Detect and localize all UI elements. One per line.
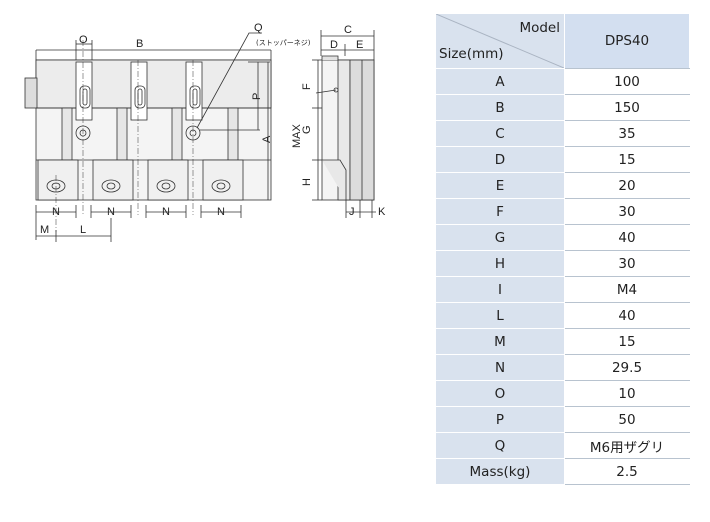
dim-label-n-2: N [107, 206, 115, 218]
slot-4 [227, 107, 239, 161]
dim-label-max: MAX [291, 124, 303, 149]
dim-label-a: A [261, 135, 273, 143]
dim-label-b: B [136, 38, 143, 50]
row-value: 2.5 [564, 458, 690, 485]
row-value: 29.5 [564, 354, 690, 381]
dim-label-c: C [344, 24, 352, 36]
left-knob [24, 77, 38, 109]
dim-label-d: D [330, 39, 338, 51]
diagonal-divider [436, 14, 564, 68]
dim-label-g: G [301, 125, 313, 134]
row-value: 40 [564, 224, 690, 251]
dim-label-l: L [80, 224, 86, 236]
row-key: F [435, 198, 565, 225]
dim-label-n-1: N [52, 206, 60, 218]
row-value: 10 [564, 380, 690, 407]
row-value: 30 [564, 198, 690, 225]
dim-label-m: M [40, 224, 49, 236]
dim-label-j: J [349, 206, 355, 218]
row-key: H [435, 250, 565, 277]
dim-label-p: P [251, 93, 263, 100]
model-label: Model [519, 20, 560, 36]
dim-label-n-4: N [217, 206, 225, 218]
stopper-note: (ストッパーネジ) [256, 39, 311, 47]
row-value: 15 [564, 146, 690, 173]
row-value: 20 [564, 172, 690, 199]
dim-label-n-3: N [162, 206, 170, 218]
row-key: I [435, 276, 565, 303]
table-row: Mass(kg)2.5 [435, 458, 690, 485]
row-key: Q [435, 432, 565, 459]
row-key: A [435, 68, 565, 95]
size-label: Size(mm) [439, 46, 504, 62]
row-key: E [435, 172, 565, 199]
row-key: N [435, 354, 565, 381]
row-key: M [435, 328, 565, 355]
row-value: 100 [564, 68, 690, 95]
row-key: B [435, 94, 565, 121]
row-value: 35 [564, 120, 690, 147]
dim-label-o: O [79, 34, 88, 46]
dim-label-k: K [378, 206, 386, 218]
row-value: 30 [564, 250, 690, 277]
stopper-screws [79, 85, 201, 109]
row-value: M6用ザグリ [564, 432, 690, 459]
bottom-bushings [37, 159, 244, 201]
row-key: P [435, 406, 565, 433]
row-value: 150 [564, 94, 690, 121]
technical-drawing: O B Q (ストッパーネジ) C D E F P MAX G A H N N … [24, 22, 386, 242]
row-key: Mass(kg) [435, 458, 565, 485]
spec-table-header: Model Size(mm) DPS40 [435, 13, 690, 69]
row-value: 50 [564, 406, 690, 433]
row-key: O [435, 380, 565, 407]
row-key: G [435, 224, 565, 251]
header-corner-cell: Model Size(mm) [435, 13, 565, 69]
row-value: 15 [564, 328, 690, 355]
row-value: M4 [564, 276, 690, 303]
front-view-top-band [35, 59, 272, 109]
row-key: C [435, 120, 565, 147]
row-key: L [435, 302, 565, 329]
dim-label-e: E [356, 39, 363, 51]
row-key: D [435, 146, 565, 173]
dim-label-q: Q [254, 22, 263, 34]
dim-label-h: H [301, 178, 313, 186]
dim-label-f: F [301, 83, 313, 90]
row-value: 40 [564, 302, 690, 329]
side-view [321, 55, 375, 201]
model-value: DPS40 [564, 13, 690, 69]
